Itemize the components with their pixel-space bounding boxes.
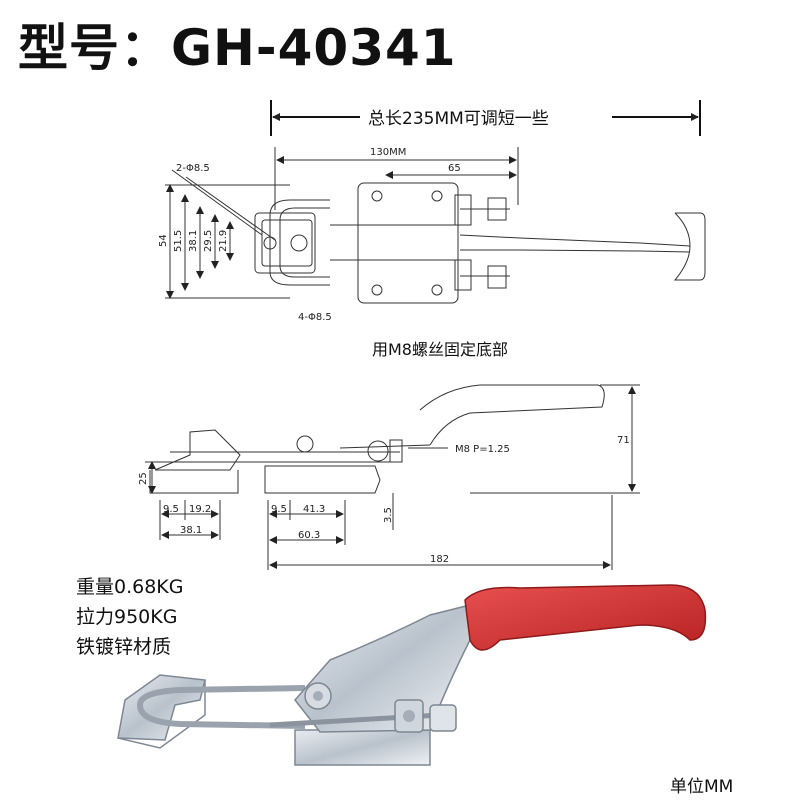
top-view (165, 147, 706, 304)
dim-19-2: 19.2 (189, 504, 211, 515)
dim-thread: M8 P=1.25 (455, 444, 510, 455)
dim-182: 182 (430, 554, 449, 565)
overall-length-dimension (270, 100, 701, 136)
side-view (145, 384, 640, 570)
product-model-title: 型号：GH-40341 (18, 19, 457, 77)
overall-length-note: 总长235MM可调短一些 (368, 109, 549, 129)
mounting-note: 用M8螺丝固定底部 (372, 340, 508, 359)
spec-weight: 重量0.68KG (76, 576, 184, 598)
dim-130mm: 130MM (370, 147, 406, 158)
dim-29-5: 29.5 (203, 230, 214, 252)
dim-4-holes: 4-Φ8.5 (298, 312, 332, 323)
dim-21-9: 21.9 (218, 230, 229, 252)
dim-60-3: 60.3 (298, 530, 320, 541)
dim-2-holes: 2-Φ8.5 (176, 163, 210, 174)
dim-65: 65 (448, 163, 461, 174)
dim-9-5-left: 9.5 (163, 504, 179, 515)
dim-38-1: 38.1 (188, 230, 199, 252)
dim-25: 25 (138, 472, 149, 485)
spec-pulling-force: 拉力950KG (76, 606, 178, 628)
dim-3-5: 3.5 (383, 507, 394, 523)
dim-9-5-right: 9.5 (271, 504, 287, 515)
product-illustration (117, 584, 707, 766)
dim-71: 71 (617, 435, 630, 446)
dim-51-5: 51.5 (173, 230, 184, 252)
spec-material: 铁镀锌材质 (76, 636, 172, 658)
dim-54: 54 (158, 234, 169, 247)
dim-38-1-bottom: 38.1 (180, 525, 202, 536)
unit-note: 单位MM (670, 777, 734, 797)
dim-41-3: 41.3 (303, 504, 325, 515)
